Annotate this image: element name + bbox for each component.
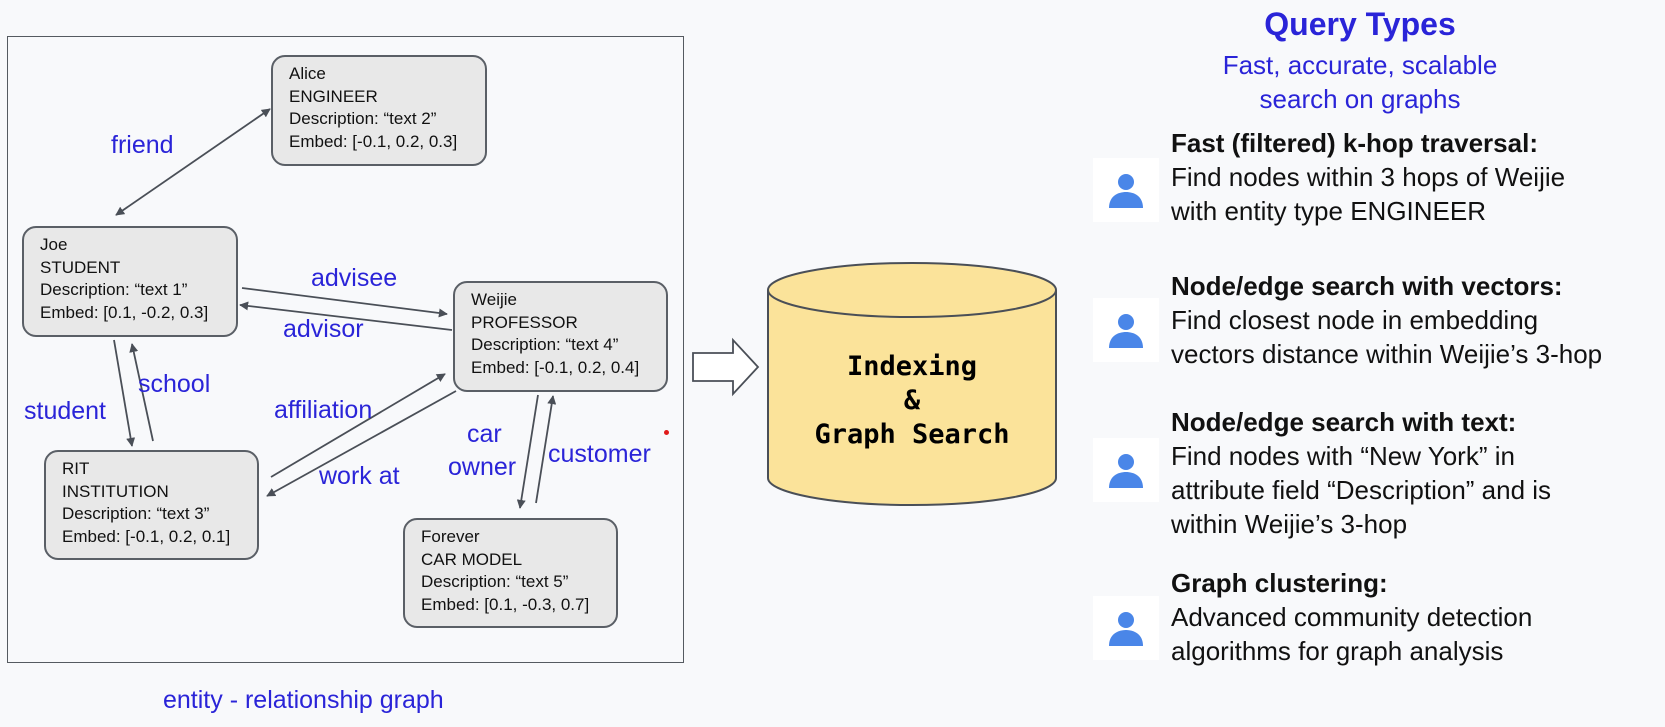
node-type: INSTITUTION xyxy=(62,481,169,501)
edge-label-car: car xyxy=(467,420,502,448)
query-line: Find nodes within 3 hops of Weijie xyxy=(1171,162,1566,192)
node-joe[interactable]: Joe STUDENT Description: “text 1” Embed:… xyxy=(22,226,238,337)
edge-label-affiliation: affiliation xyxy=(274,396,373,424)
edge-label-friend: friend xyxy=(111,131,174,159)
person-icon xyxy=(1109,314,1143,348)
edge-label-work-at: work at xyxy=(319,462,400,490)
subtitle-line: Fast, accurate, scalable xyxy=(1222,50,1498,80)
person-icon xyxy=(1109,454,1143,488)
edge-label-school: school xyxy=(138,370,211,398)
edge-school xyxy=(129,343,154,442)
query-3-icon-box xyxy=(1093,438,1159,502)
node-embed: Embed: [-0.1, 0.2, 0.3] xyxy=(289,131,458,151)
node-forever[interactable]: Forever CAR MODEL Description: “text 5” … xyxy=(403,518,618,628)
query-3: Node/edge search with text: Find nodes w… xyxy=(1171,405,1551,541)
node-embed: Embed: [0.1, -0.3, 0.7] xyxy=(421,594,590,614)
node-embed: Embed: [-0.1, 0.2, 0.4] xyxy=(471,357,640,377)
edge-car-owner xyxy=(516,394,539,509)
node-name: Joe xyxy=(40,235,68,254)
database-line: Graph Search xyxy=(814,419,1010,450)
database-line: Indexing xyxy=(846,351,978,382)
node-embed: Embed: [-0.1, 0.2, 0.1] xyxy=(62,526,231,546)
person-icon xyxy=(1109,174,1143,208)
query-4-icon-box xyxy=(1093,596,1159,660)
node-name: Weijie xyxy=(471,290,517,309)
node-name: Alice xyxy=(289,64,326,83)
query-line: within Weijie’s 3-hop xyxy=(1171,509,1408,539)
query-2-icon-box xyxy=(1093,298,1159,362)
query-title: Node/edge search with vectors: xyxy=(1171,271,1563,301)
node-type: PROFESSOR xyxy=(471,312,578,332)
node-type: ENGINEER xyxy=(289,86,378,106)
node-type: STUDENT xyxy=(40,257,121,277)
node-description: Description: “text 4” xyxy=(471,335,619,354)
database-label: Indexing & Graph Search xyxy=(768,350,1056,452)
edge-advisor xyxy=(239,301,453,331)
node-embed: Embed: [0.1, -0.2, 0.3] xyxy=(40,302,209,322)
node-description: Description: “text 5” xyxy=(421,572,569,591)
query-line: Find closest node in embedding xyxy=(1171,305,1539,335)
edge-customer xyxy=(535,395,557,504)
edge-label-customer: customer xyxy=(548,440,651,468)
query-title: Node/edge search with text: xyxy=(1171,407,1517,437)
edge-work-at xyxy=(266,390,457,497)
query-title: Graph clustering: xyxy=(1171,568,1388,598)
node-name: RIT xyxy=(62,459,90,478)
query-line: Advanced community detection xyxy=(1171,602,1533,632)
graph-caption: entity - relationship graph xyxy=(163,686,444,714)
node-name: Forever xyxy=(421,527,480,546)
edge-advisee xyxy=(241,287,448,318)
edge-affiliation xyxy=(270,373,446,478)
query-line: attribute field “Description” and is xyxy=(1171,475,1552,505)
edge-label-advisor: advisor xyxy=(283,315,364,343)
query-2: Node/edge search with vectors: Find clos… xyxy=(1171,269,1602,371)
node-description: Description: “text 1” xyxy=(40,280,188,299)
database-cylinder-icon xyxy=(767,262,1057,506)
query-4: Graph clustering: Advanced community det… xyxy=(1171,566,1532,668)
edge-student xyxy=(113,339,136,447)
person-icon xyxy=(1109,612,1143,646)
query-title: Fast (filtered) k-hop traversal: xyxy=(1171,128,1538,158)
node-type: CAR MODEL xyxy=(421,549,523,569)
subtitle-line: search on graphs xyxy=(1259,84,1461,114)
node-rit[interactable]: RIT INSTITUTION Description: “text 3” Em… xyxy=(44,450,259,560)
query-line: Find nodes with “New York” in xyxy=(1171,441,1515,471)
query-line: with entity type ENGINEER xyxy=(1171,196,1486,226)
node-description: Description: “text 2” xyxy=(289,109,437,128)
query-1-icon-box xyxy=(1093,158,1159,222)
query-line: vectors distance within Weijie’s 3-hop xyxy=(1171,339,1603,369)
red-dot-marker xyxy=(664,430,669,435)
query-1: Fast (filtered) k-hop traversal: Find no… xyxy=(1171,126,1565,228)
node-description: Description: “text 3” xyxy=(62,504,210,523)
process-arrow-icon xyxy=(692,337,760,397)
query-types-title: Query Types xyxy=(1264,6,1456,42)
query-line: algorithms for graph analysis xyxy=(1171,636,1504,666)
edge-label-owner: owner xyxy=(448,453,517,481)
database-line: & xyxy=(903,385,921,416)
node-alice[interactable]: Alice ENGINEER Description: “text 2” Emb… xyxy=(271,55,487,166)
edge-label-advisee: advisee xyxy=(311,264,398,292)
edge-friend xyxy=(115,108,271,216)
query-types-subtitle: Fast, accurate, scalable search on graph… xyxy=(1160,48,1560,116)
node-weijie[interactable]: Weijie PROFESSOR Description: “text 4” E… xyxy=(453,281,668,392)
edge-label-student: student xyxy=(24,397,107,425)
